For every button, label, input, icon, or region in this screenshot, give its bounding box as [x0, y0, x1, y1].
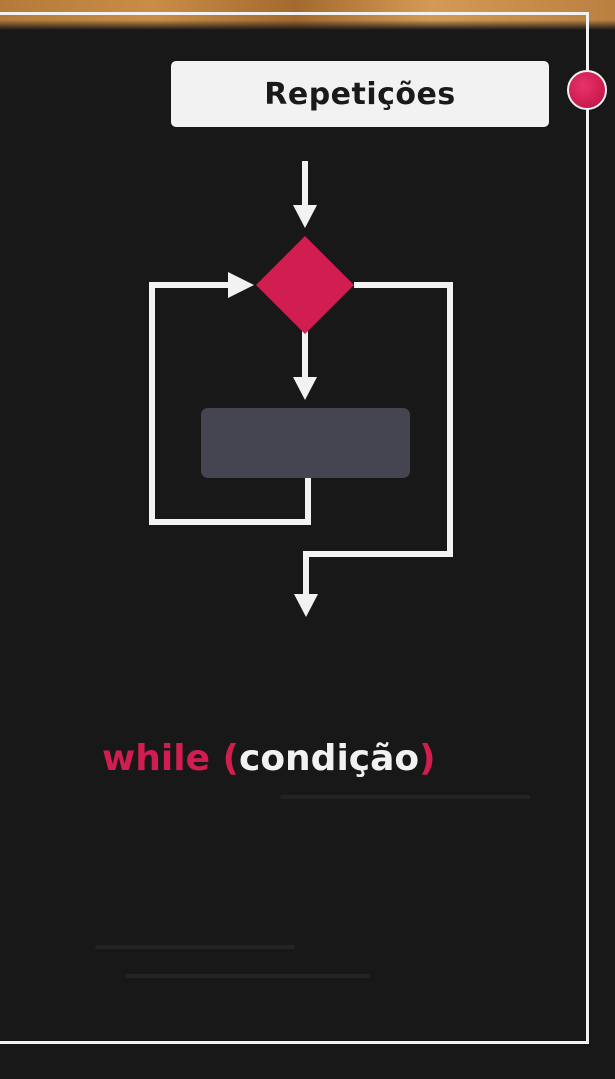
faded-line	[280, 795, 530, 799]
slide-title: Repetições	[264, 76, 456, 112]
open-paren: (	[222, 738, 239, 779]
faded-line	[125, 974, 370, 978]
frame-border	[0, 12, 589, 1044]
title-box: Repetições	[171, 61, 549, 127]
record-dot-icon	[567, 70, 607, 110]
loop-back-arrow	[149, 272, 311, 525]
close-paren: )	[419, 738, 436, 779]
decision-to-process-arrow	[293, 328, 317, 400]
process-block	[201, 408, 410, 478]
exit-arrow	[294, 282, 453, 617]
while-keyword: while	[102, 738, 210, 779]
decision-diamond	[256, 236, 354, 334]
entry-arrow	[293, 161, 317, 228]
faded-line	[95, 945, 295, 949]
while-statement: while (condição)	[102, 738, 436, 779]
background-strip	[0, 0, 615, 30]
condition-text: condição	[238, 738, 420, 779]
